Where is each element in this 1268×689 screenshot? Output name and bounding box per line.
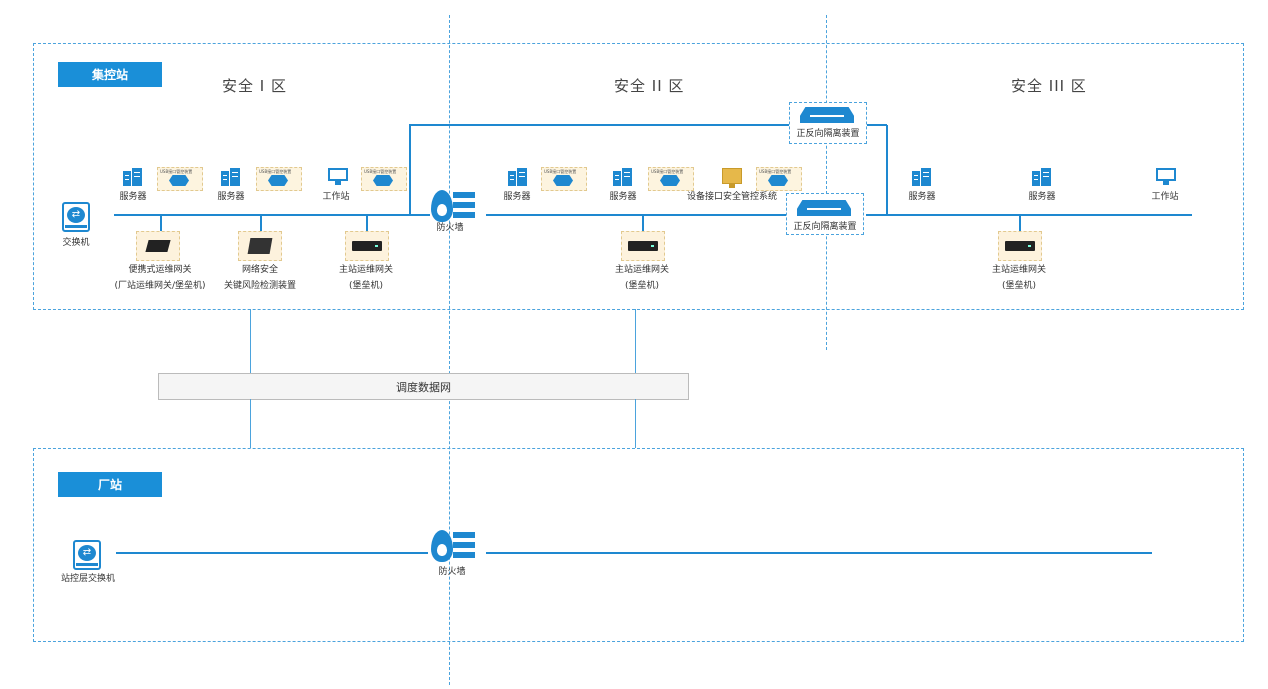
firewall-icon — [431, 186, 477, 226]
main-gateway-label-1a: 主站运维网关 — [338, 265, 393, 275]
plant-bus-left — [116, 552, 428, 554]
firewall-label-2: 防火墙 — [438, 567, 466, 577]
device-interface-icon — [722, 168, 742, 188]
server-icon — [123, 168, 142, 186]
server-label-5: 服务器 — [908, 192, 936, 202]
link-main-gw-1 — [366, 215, 368, 231]
firewall-icon — [431, 526, 477, 566]
monitor-icon — [328, 168, 348, 186]
control-center-badge: 集控站 — [58, 62, 162, 87]
dispatch-link-right-top — [635, 309, 636, 373]
portable-gateway-device — [136, 231, 180, 261]
iso-link-right-vertical — [886, 125, 888, 215]
plant-bus-right — [486, 552, 1152, 554]
server-icon — [912, 168, 931, 186]
server-icon — [221, 168, 240, 186]
netsec-device — [238, 231, 282, 261]
dispatch-link-left-top — [250, 309, 251, 373]
station-switch-label: 站控层交换机 — [60, 574, 115, 584]
switch-label: 交换机 — [62, 238, 90, 248]
link-portable-gw — [160, 215, 162, 231]
section-divider-1 — [449, 15, 450, 685]
firewall-label-1: 防火墙 — [436, 223, 464, 233]
link-main-gw-2 — [642, 215, 644, 231]
netsec-label-1: 网络安全 — [241, 265, 278, 275]
main-gateway-label-1b: (堡垒机) — [348, 281, 384, 291]
section-3-title: 安全 III 区 — [1011, 77, 1087, 95]
monitor-icon — [1156, 168, 1176, 186]
control-center-zone — [33, 43, 1244, 310]
link-netsec — [260, 215, 262, 231]
portable-gateway-label-1: 便携式运维网关 — [128, 265, 192, 275]
link-main-gw-3 — [1019, 215, 1021, 231]
dispatch-link-right-bottom — [635, 399, 636, 448]
server-icon — [1032, 168, 1051, 186]
bus-line-section-1 — [114, 214, 430, 216]
usb-control-tag-6: USB接口管控装置 — [756, 167, 802, 191]
server-label-6: 服务器 — [1028, 192, 1056, 202]
main-gateway-label-3a: 主站运维网关 — [991, 265, 1046, 275]
forward-reverse-isolation-top: 正反向隔离装置 — [789, 102, 867, 144]
main-gateway-label-2b: (堡垒机) — [624, 281, 660, 291]
plant-zone — [33, 448, 1244, 642]
switch-icon: ⇄ — [62, 202, 90, 232]
forward-reverse-isolation-bottom: 正反向隔离装置 — [786, 193, 864, 235]
main-gateway-label-3b: (堡垒机) — [1001, 281, 1037, 291]
dispatch-link-left-bottom — [250, 399, 251, 448]
usb-control-tag-5: USB接口管控装置 — [648, 167, 694, 191]
usb-control-tag-4: USB接口管控装置 — [541, 167, 587, 191]
workstation-label-2: 工作站 — [1151, 192, 1179, 202]
switch-icon: ⇄ — [73, 540, 101, 570]
usb-control-tag-2: USB接口管控装置 — [256, 167, 302, 191]
device-interface-label: 设备接口安全管控系统 — [686, 192, 777, 202]
server-icon — [508, 168, 527, 186]
section-divider-2 — [826, 15, 827, 350]
iso-link-top — [409, 124, 887, 126]
section-1-title: 安全 I 区 — [222, 77, 287, 95]
main-gateway-device-2 — [621, 231, 665, 261]
server-label-2: 服务器 — [217, 192, 245, 202]
iso-link-left-vertical — [409, 125, 411, 215]
dispatch-data-network: 调度数据网 — [158, 373, 689, 400]
usb-control-tag-1: USB接口管控装置 — [157, 167, 203, 191]
bus-line-section-3 — [866, 214, 1192, 216]
section-2-title: 安全 II 区 — [614, 77, 685, 95]
server-label-4: 服务器 — [609, 192, 637, 202]
usb-control-tag-3: USB接口管控装置 — [361, 167, 407, 191]
netsec-label-2: 关键风险检测装置 — [223, 281, 296, 291]
server-icon — [613, 168, 632, 186]
bus-line-section-2 — [486, 214, 786, 216]
plant-badge: 厂站 — [58, 472, 162, 497]
main-gateway-device-1 — [345, 231, 389, 261]
server-label-3: 服务器 — [503, 192, 531, 202]
server-label-1: 服务器 — [119, 192, 147, 202]
main-gateway-device-3 — [998, 231, 1042, 261]
workstation-label-1: 工作站 — [322, 192, 350, 202]
main-gateway-label-2a: 主站运维网关 — [614, 265, 669, 275]
portable-gateway-label-2: (厂站运维网关/堡垒机) — [114, 281, 206, 291]
